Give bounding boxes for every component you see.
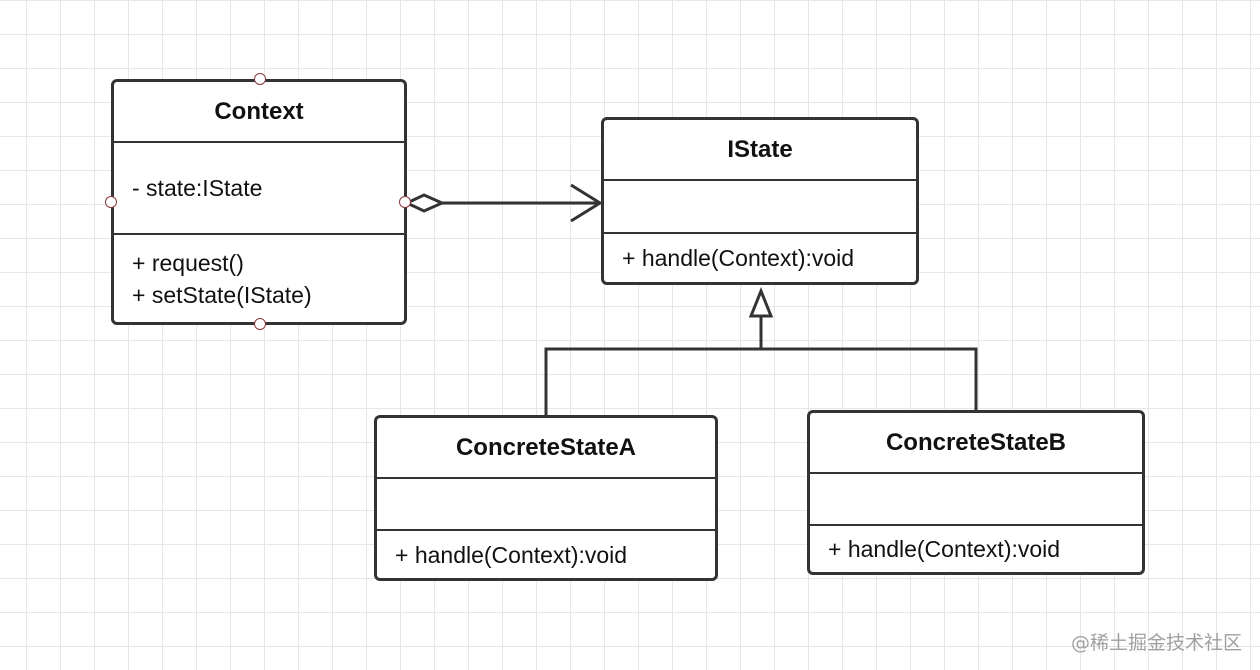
generalization-connector[interactable]: [544, 286, 978, 416]
connection-port-left[interactable]: [105, 196, 117, 208]
class-concrete-state-a[interactable]: ConcreteStateA + handle(Context):void: [374, 415, 718, 581]
operation: + handle(Context):void: [828, 536, 1061, 562]
operations-compartment: + handle(Context):void: [604, 234, 916, 282]
operation: + handle(Context):void: [395, 541, 628, 568]
class-name: IState: [604, 120, 916, 181]
connection-port-bottom[interactable]: [254, 318, 266, 330]
operation: + request(): [132, 249, 244, 276]
class-name: ConcreteStateA: [377, 418, 715, 479]
operations-compartment: + handle(Context):void: [377, 531, 715, 578]
class-name: ConcreteStateB: [810, 413, 1142, 474]
aggregation-connector[interactable]: [403, 183, 603, 223]
operation: + setState(IState): [132, 281, 312, 308]
class-name: Context: [114, 82, 404, 143]
attributes-compartment: [810, 474, 1142, 526]
class-context[interactable]: Context - state:IState + request() + set…: [111, 79, 407, 325]
aggregation-diamond: [403, 193, 446, 213]
operations-compartment: + handle(Context):void: [810, 526, 1142, 572]
class-concrete-state-b[interactable]: ConcreteStateB + handle(Context):void: [807, 410, 1145, 575]
connection-port-top[interactable]: [254, 73, 266, 85]
operations-compartment: + request() + setState(IState): [114, 235, 404, 322]
class-istate[interactable]: IState + handle(Context):void: [601, 117, 919, 285]
watermark: @稀土掘金技术社区: [1070, 632, 1242, 654]
open-arrowhead: [570, 183, 603, 223]
attributes-compartment: - state:IState: [114, 143, 404, 235]
attributes-compartment: [377, 479, 715, 531]
attributes-compartment: [604, 181, 916, 234]
attribute: - state:IState: [132, 174, 263, 201]
operation: + handle(Context):void: [622, 245, 855, 271]
connection-port-right[interactable]: [399, 196, 411, 208]
inheritance-triangle: [748, 286, 774, 318]
